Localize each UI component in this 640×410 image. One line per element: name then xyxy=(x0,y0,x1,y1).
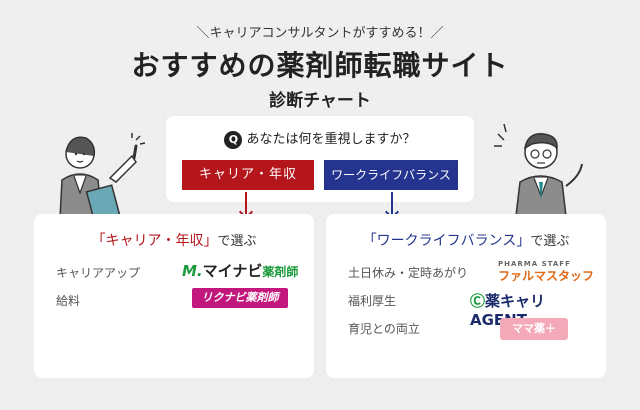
page-title: おすすめの薬剤師転職サイト xyxy=(131,49,509,82)
weekend-off-label: 土日休み・定時あがり xyxy=(348,266,469,280)
mamayaku-logo[interactable]: ママ薬＋ xyxy=(500,318,568,340)
worklife-option-button[interactable]: ワークライフバランス xyxy=(324,160,458,190)
worklife-card: 「ワークライフバランス」で選ぶ 土日休み・定時あがり 福利厚生 育児との両立 P… xyxy=(326,214,606,378)
career-card: 「キャリア・年収」で選ぶ キャリアアップ 給料 M.マイナビ薬剤師 リクナビ薬剤… xyxy=(34,214,314,378)
worklife-arrow xyxy=(391,192,393,214)
career-option-button[interactable]: キャリア・年収 xyxy=(182,160,314,190)
man-thinking-illustration xyxy=(494,123,583,216)
page-subtitle: 診断チャート xyxy=(269,91,371,111)
benefits-label: 福利厚生 xyxy=(348,294,397,308)
career-arrow xyxy=(245,192,247,214)
question-mark-icon: Q xyxy=(224,130,243,149)
woman-pointing-illustration xyxy=(59,133,146,218)
tagline: ＼キャリアコンサルタントがすすめる！／ xyxy=(196,26,444,41)
question-label: あなたは何を重視しますか？ xyxy=(246,132,416,147)
worklife-card-heading: 「ワークライフバランス」で選ぶ xyxy=(362,233,570,249)
childcare-label: 育児との両立 xyxy=(348,322,420,336)
career-card-heading: 「キャリア・年収」で選ぶ xyxy=(91,233,257,249)
career-up-label: キャリアアップ xyxy=(56,266,141,280)
salary-label: 給料 xyxy=(56,294,81,308)
rikunavi-logo[interactable]: リクナビ薬剤師 xyxy=(192,288,288,308)
mynavi-logo[interactable]: M.マイナビ薬剤師 xyxy=(182,262,299,280)
